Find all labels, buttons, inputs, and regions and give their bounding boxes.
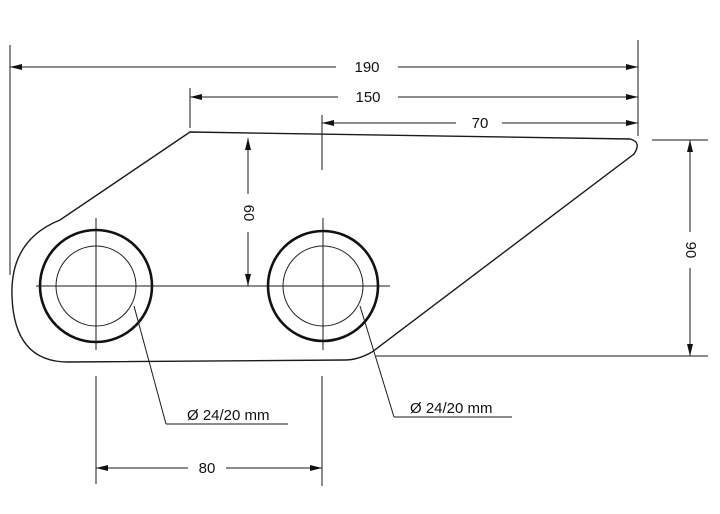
hole-callout-left: Ø 24/20 mm — [133, 305, 288, 425]
dimension-80-label: 80 — [199, 460, 216, 477]
dimension-190-label: 190 — [354, 59, 379, 76]
hole-callout-left-label: Ø 24/20 mm — [187, 407, 270, 424]
dimension-70-label: 70 — [472, 115, 489, 132]
dimension-150: 150 — [190, 89, 638, 106]
part-outline — [11, 131, 638, 363]
dimension-70: 70 — [322, 115, 638, 132]
dimension-190: 190 — [10, 59, 638, 76]
hole-callout-right-label: Ø 24/20 mm — [410, 400, 493, 417]
dimension-80: 80 — [96, 460, 322, 477]
dimension-150-label: 150 — [355, 89, 380, 106]
dimension-90: 90 — [682, 140, 699, 356]
leader-left — [133, 305, 167, 425]
dimension-60-label: 60 — [240, 205, 257, 222]
hole-callout-right: Ø 24/20 mm — [359, 305, 512, 418]
dimension-90-label: 90 — [682, 242, 699, 259]
center-lines — [36, 218, 390, 350]
extension-lines — [9, 40, 708, 486]
dimension-60: 60 — [240, 138, 257, 286]
leader-right — [359, 305, 395, 418]
